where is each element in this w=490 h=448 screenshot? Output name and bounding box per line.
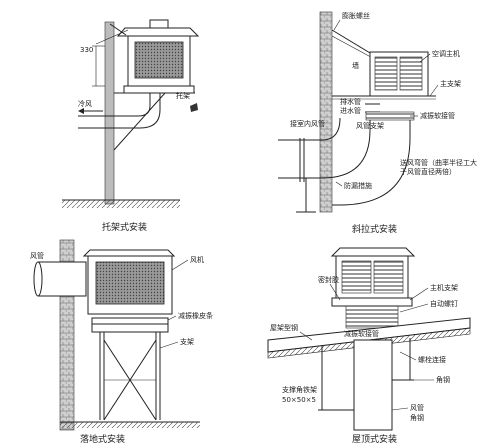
label-seal-glue: 密封胶 [318, 275, 339, 284]
bracket-install-panel: 330 冷风 托架 托架式安装 [62, 19, 200, 233]
label-bolt-joint: 螺栓连接 [418, 355, 446, 364]
label-angle-size: 50×50×5 [282, 396, 316, 404]
cooler-top-vent [149, 19, 169, 29]
diagonal-install-panel: 膨胀螺丝 墙 空调主机 主支架 排水管 进水管 减振软接管 接室内风管 风管支架… [278, 11, 477, 235]
ground-hatch [62, 200, 180, 208]
label-damping-hose: 减振软接管 [420, 111, 455, 120]
label-angle-steel-2: 角钢 [410, 413, 424, 422]
label-rubber-strip: 减振橡皮条 [178, 311, 213, 320]
label-roof-steel: 屋架型钢 [270, 323, 298, 332]
label-elbow-note-1: 送风弯管（曲率半径工大 [400, 158, 477, 167]
floor-install-panel: 风管 风机 减振橡皮条 支架 落地式安装 [30, 239, 213, 445]
fan-unit-grille [95, 261, 165, 305]
ac-unit-louver-left [374, 56, 398, 91]
label-drain-pipe: 排水管 [340, 97, 361, 106]
caption-roof-install: 屋顶式安装 [352, 433, 397, 445]
label-air-duct: 风管 [30, 251, 44, 260]
caption-bracket-install: 托架式安装 [102, 221, 147, 233]
label-roof-duct: 风管 [410, 403, 424, 412]
roof-damping-hose [345, 305, 399, 329]
label-unit-bracket: 主机支架 [430, 283, 458, 292]
label-cold-air: 冷风 [78, 99, 92, 108]
roof-duct [353, 339, 393, 431]
ac-unit-louver-right [399, 56, 423, 91]
label-duct-bracket: 风管支架 [356, 121, 384, 130]
label-self-tap-screw: 自动螺钉 [430, 299, 458, 308]
wall [319, 11, 333, 213]
label-fan-unit: 风机 [190, 255, 204, 264]
label-main-bracket: 主支架 [440, 79, 461, 88]
bracket-strut [113, 92, 166, 151]
cooler-top-hood [116, 27, 200, 37]
label-bracket: 托架 [176, 91, 190, 100]
ground-hatch-floor [60, 422, 200, 428]
rubber-strip [91, 317, 169, 325]
caption-floor-install: 落地式安装 [80, 433, 125, 445]
label-wall: 墙 [352, 61, 359, 70]
caption-diagonal-install: 斜拉式安装 [352, 223, 397, 235]
roof-install-panel: 密封胶 主机支架 自动螺钉 屋架型钢 减振软接管 螺栓连接 角钢 支撑角铁架 5… [267, 247, 471, 445]
label-elbow-note-2: 于风管直径两倍） [400, 167, 456, 176]
air-duct [37, 261, 87, 297]
bracket-plate [190, 103, 198, 112]
label-indoor-duct: 接室内风管 [290, 119, 325, 128]
label-floor-bracket: 支架 [180, 337, 194, 346]
label-expansion-bolt: 膨胀螺丝 [342, 11, 370, 20]
label-leak-proof: 防漏措施 [344, 181, 372, 190]
dimension-330: 330 [80, 46, 93, 54]
duct-outlet [78, 93, 161, 129]
cooler-grille [134, 41, 184, 79]
label-support-angle: 支撑角铁架 [282, 385, 317, 394]
unit-bracket [331, 297, 413, 307]
damping-hose [365, 111, 415, 121]
label-roof-damping-hose: 减振软接管 [344, 329, 379, 338]
label-inlet-pipe: 进水管 [340, 106, 361, 115]
label-angle-steel: 角钢 [436, 375, 450, 384]
supply-elbow-duct [278, 118, 371, 179]
mounting-pole [104, 21, 115, 205]
label-ac-unit: 空调主机 [432, 49, 460, 58]
